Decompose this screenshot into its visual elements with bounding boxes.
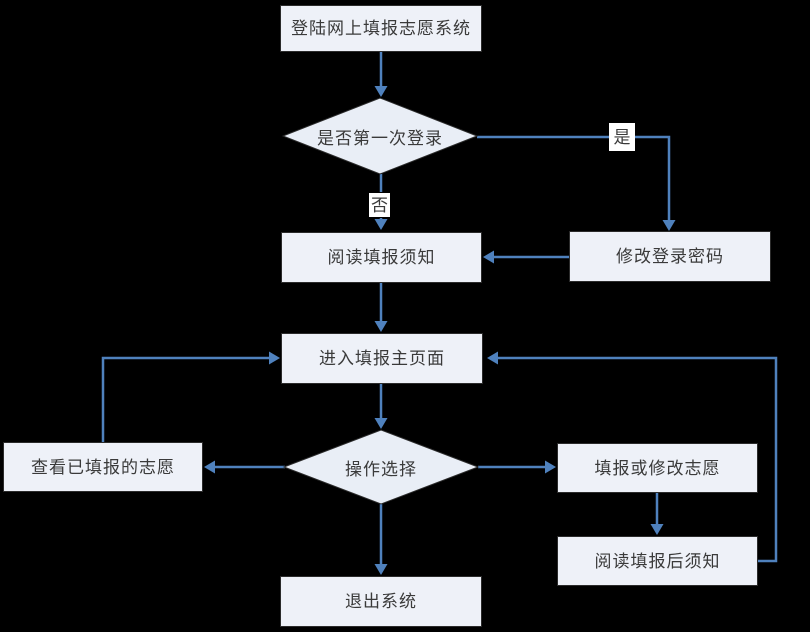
node-read-after-notice: 阅读填报后须知 — [557, 536, 758, 586]
arrowhead-down-icon — [374, 418, 388, 429]
edge-view-submitted-to-main-page — [101, 356, 270, 442]
decision-diamond-operation — [282, 429, 480, 505]
node-login-system: 登陆网上填报志愿系统 — [280, 5, 482, 52]
edge-label-no: 否 — [368, 192, 391, 218]
node-fill-modify: 填报或修改志愿 — [557, 443, 758, 493]
arrowhead-down-icon — [374, 86, 388, 97]
arrowhead-left-icon — [204, 460, 215, 474]
edge-yes-to-change-password — [477, 135, 671, 221]
node-read-notice: 阅读填报须知 — [281, 232, 482, 283]
arrowhead-right-icon — [269, 351, 280, 365]
arrowhead-left-icon — [487, 351, 498, 365]
decision-label-operation: 操作选择 — [345, 459, 417, 479]
edge-read-after-to-main-page — [497, 356, 778, 563]
edge-label-yes: 是 — [609, 123, 635, 151]
arrowhead-down-icon — [374, 564, 388, 575]
node-main-page: 进入填报主页面 — [281, 333, 483, 384]
arrowhead-down-icon — [374, 219, 388, 230]
node-view-submitted: 查看已填报的志愿 — [3, 442, 203, 492]
arrowhead-left-icon — [483, 250, 494, 264]
arrowhead-right-icon — [545, 460, 556, 474]
arrowhead-down-icon — [374, 321, 388, 332]
arrowhead-down-icon — [662, 220, 676, 231]
arrowhead-down-icon — [650, 524, 664, 535]
decision-diamond-first-login — [281, 97, 479, 175]
node-change-password: 修改登录密码 — [569, 231, 771, 282]
decision-label-first-login: 是否第一次登录 — [317, 128, 443, 148]
node-exit-system: 退出系统 — [280, 576, 482, 627]
